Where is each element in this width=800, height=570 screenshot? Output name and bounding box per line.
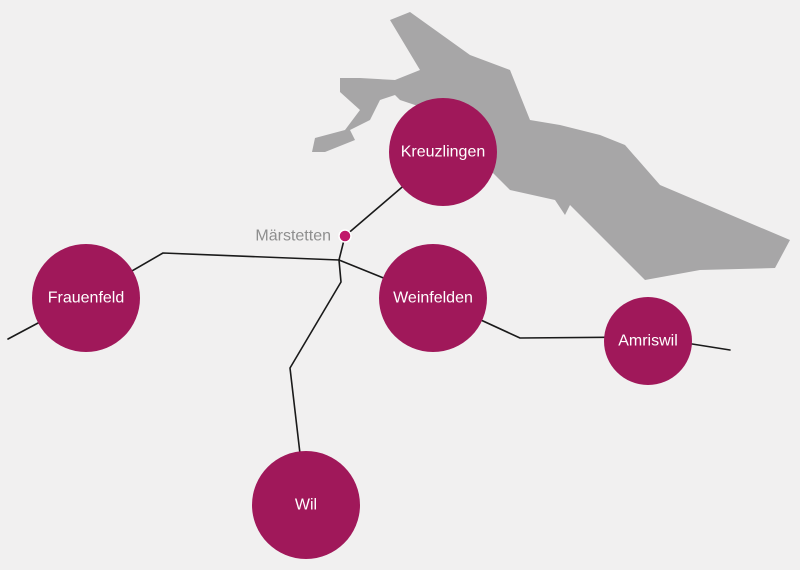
- station-dot-icon: [338, 229, 352, 243]
- city-marker-weinfelden: [379, 244, 487, 352]
- stop-maerstetten[interactable]: Märstetten: [255, 228, 352, 245]
- city-wil[interactable]: Wil: [252, 451, 360, 559]
- stop-label-maerstetten: Märstetten: [255, 228, 331, 245]
- rail-line-junction-wil: [289, 259, 342, 506]
- city-kreuzlingen[interactable]: Kreuzlingen: [389, 98, 497, 206]
- city-weinfelden[interactable]: Weinfelden: [379, 244, 487, 352]
- city-label-weinfelden: Weinfelden: [393, 290, 473, 307]
- city-marker-wil: [252, 451, 360, 559]
- lake-constance-shape: [312, 12, 790, 280]
- city-amriswil[interactable]: Amriswil: [604, 297, 692, 385]
- city-label-amriswil: Amriswil: [618, 333, 678, 350]
- city-label-frauenfeld: Frauenfeld: [48, 290, 125, 307]
- city-label-kreuzlingen: Kreuzlingen: [401, 144, 486, 161]
- city-marker-kreuzlingen: [389, 98, 497, 206]
- city-marker-amriswil: [604, 297, 692, 385]
- city-label-wil: Wil: [295, 497, 317, 514]
- city-frauenfeld[interactable]: Frauenfeld: [32, 244, 140, 352]
- city-marker-frauenfeld: [32, 244, 140, 352]
